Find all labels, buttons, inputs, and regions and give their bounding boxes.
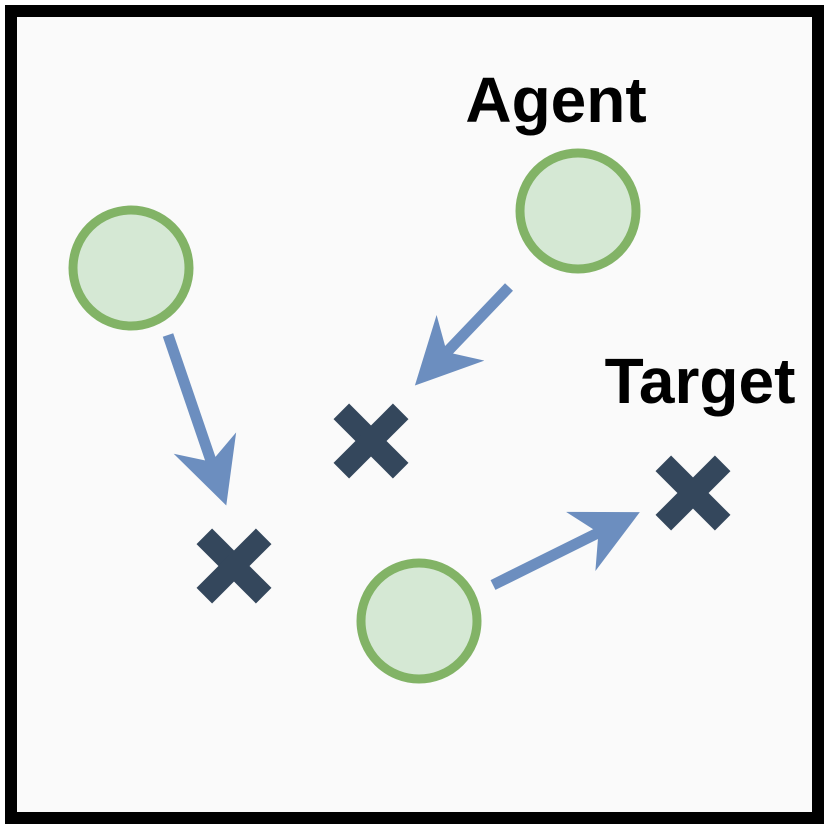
arrow-icon	[162, 333, 237, 506]
movement-arrows	[162, 283, 640, 590]
agent-circle-icon	[356, 558, 482, 684]
targets	[196, 403, 731, 604]
agent-circle-icon	[68, 205, 194, 331]
target-x-icon	[333, 403, 409, 479]
diagram-frame	[5, 5, 824, 824]
target-x-icon	[655, 455, 731, 531]
arrow-icon	[490, 511, 640, 590]
agent-label: Agent	[465, 64, 646, 136]
agents	[68, 148, 641, 684]
target-label: Target	[605, 345, 796, 417]
target-x-icon	[196, 528, 272, 604]
agent-circle-icon	[515, 148, 641, 274]
arrow-icon	[414, 283, 513, 386]
